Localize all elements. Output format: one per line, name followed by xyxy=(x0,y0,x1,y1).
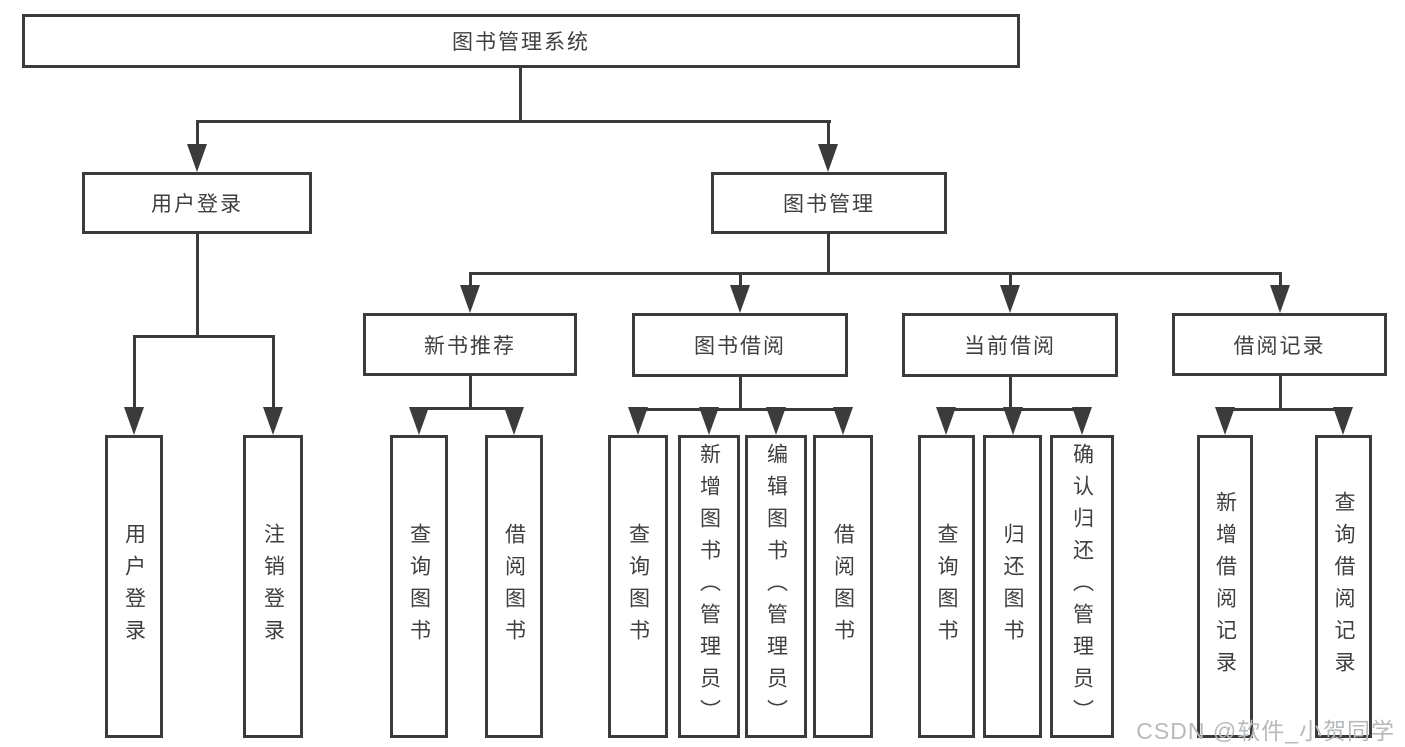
new-book-hline xyxy=(418,407,518,410)
leaf-nb-query-book: 查询图书 xyxy=(390,435,448,738)
level3-arrowhead-1 xyxy=(460,285,480,313)
user-login-arrowhead-left xyxy=(124,407,144,435)
book-borrow-arrowhead-3 xyxy=(766,407,786,435)
current-borrow-stem-line xyxy=(1009,377,1012,410)
book-borrow-arrowhead-4 xyxy=(833,407,853,435)
level2-arrowhead-right xyxy=(818,144,838,172)
leaf-cb-return-book: 归还图书 xyxy=(983,435,1042,738)
leaf-nb-borrow-book: 借阅图书 xyxy=(485,435,543,738)
borrow-records-stem-line xyxy=(1279,376,1282,410)
node-root: 图书管理系统 xyxy=(22,14,1020,68)
level3-stem-2 xyxy=(739,272,742,288)
new-book-arrowhead-2 xyxy=(504,407,524,435)
leaf-br-add-record: 新增借阅记录 xyxy=(1197,435,1253,738)
book-borrow-stem-line xyxy=(739,377,742,410)
leaf-bb-edit-book: 编辑图书（管理员） xyxy=(745,435,807,738)
leaf-bb-add-book: 新增图书（管理员） xyxy=(678,435,740,738)
node-book-management: 图书管理 xyxy=(711,172,947,234)
new-book-arrowhead-1 xyxy=(409,407,429,435)
level3-arrowhead-2 xyxy=(730,285,750,313)
level3-stem-1 xyxy=(469,272,472,288)
node-user-login: 用户登录 xyxy=(82,172,312,234)
level3-hline xyxy=(469,272,1282,275)
leaf-bb-borrow-book: 借阅图书 xyxy=(813,435,873,738)
level3-stem-4 xyxy=(1279,272,1282,288)
borrow-records-arrowhead-1 xyxy=(1215,407,1235,435)
user-login-arrowhead-right xyxy=(263,407,283,435)
level2-hline xyxy=(196,120,831,123)
csdn-watermark: CSDN @软件_小贺同学 xyxy=(1136,718,1395,744)
current-borrow-arrowhead-1 xyxy=(936,407,956,435)
root-stem-line xyxy=(519,68,522,122)
node-book-borrow: 图书借阅 xyxy=(632,313,848,377)
book-borrow-hline xyxy=(637,408,846,411)
level3-arrowhead-3 xyxy=(1000,285,1020,313)
user-login-stem-line xyxy=(196,233,199,335)
level3-arrowhead-4 xyxy=(1270,285,1290,313)
borrow-records-hline xyxy=(1224,408,1345,411)
leaf-user-login: 用户登录 xyxy=(105,435,163,738)
leaf-logout-login: 注销登录 xyxy=(243,435,303,738)
user-login-drop-right xyxy=(272,335,275,409)
book-management-stem-line xyxy=(827,233,830,274)
book-borrow-arrowhead-2 xyxy=(699,407,719,435)
level2-arrowhead-left xyxy=(187,144,207,172)
leaf-bb-query-book: 查询图书 xyxy=(608,435,668,738)
leaf-cb-confirm-return: 确认归还（管理员） xyxy=(1050,435,1114,738)
current-borrow-arrowhead-3 xyxy=(1072,407,1092,435)
node-borrow-records: 借阅记录 xyxy=(1172,313,1387,376)
new-book-stem-line xyxy=(469,376,472,409)
level2-stem-left xyxy=(196,120,199,148)
current-borrow-arrowhead-2 xyxy=(1003,407,1023,435)
user-login-drop-left xyxy=(133,335,136,409)
node-new-book-recommend: 新书推荐 xyxy=(363,313,577,376)
level3-stem-3 xyxy=(1009,272,1012,288)
book-borrow-arrowhead-1 xyxy=(628,407,648,435)
leaf-cb-query-book: 查询图书 xyxy=(918,435,975,738)
user-login-hline xyxy=(133,335,275,338)
node-current-borrow: 当前借阅 xyxy=(902,313,1118,377)
leaf-br-query-record: 查询借阅记录 xyxy=(1315,435,1372,738)
level2-stem-right xyxy=(827,120,830,148)
borrow-records-arrowhead-2 xyxy=(1333,407,1353,435)
